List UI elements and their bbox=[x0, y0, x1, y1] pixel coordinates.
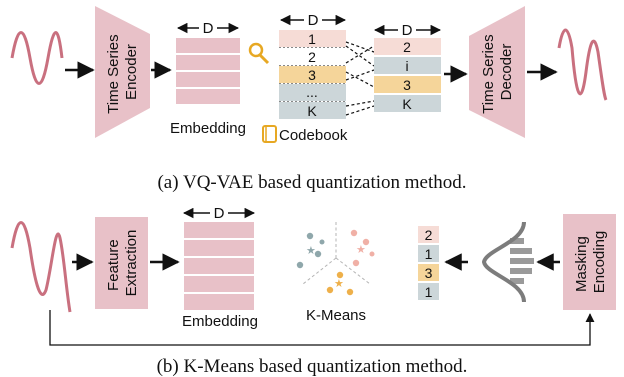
svg-text:D: D bbox=[308, 12, 319, 29]
panel-a: Time Series Encoder D Embedding D bbox=[10, 6, 608, 193]
time-series-decoder-block bbox=[469, 6, 525, 138]
input-waveform-a bbox=[10, 31, 64, 85]
caption-b: (b) K-Means based quantization method. bbox=[157, 356, 468, 377]
codebook-label: Codebook bbox=[279, 127, 348, 144]
dimension-marker-a-embedding: D bbox=[176, 19, 240, 37]
embedding-label-b: Embedding bbox=[182, 313, 258, 330]
svg-text:★: ★ bbox=[306, 244, 316, 257]
kmeans-label: K-Means bbox=[306, 307, 366, 324]
codebook-table: 1 2 3 ... K bbox=[279, 30, 346, 119]
codebook-row-5: K bbox=[307, 103, 317, 119]
kmeans-clusters: ★ ★ ★ bbox=[296, 220, 375, 296]
magnifier-icon bbox=[248, 42, 270, 65]
cluster-index-table: 2 1 3 1 bbox=[418, 226, 439, 300]
quantized-output-table: 2 i 3 K bbox=[374, 38, 441, 112]
dimension-marker-a-codebook: D bbox=[279, 11, 347, 29]
dimension-marker-a-output: D bbox=[373, 21, 442, 39]
input-to-masking-connector bbox=[49, 310, 595, 346]
caption-a: (a) VQ-VAE based quantization method. bbox=[157, 172, 466, 193]
feature-extraction-block bbox=[95, 217, 148, 309]
output-row-3: 3 bbox=[403, 77, 411, 93]
output-row-4: K bbox=[402, 96, 412, 112]
svg-text:D: D bbox=[402, 22, 413, 39]
output-row-2: i bbox=[405, 58, 408, 74]
panel-b: Feature Extraction D Embedding bbox=[10, 204, 616, 377]
output-row-1: 2 bbox=[403, 39, 411, 55]
index-row-1: 2 bbox=[425, 227, 433, 243]
svg-text:D: D bbox=[214, 205, 225, 222]
svg-text:★: ★ bbox=[334, 277, 344, 290]
codebook-lookup-lines bbox=[345, 41, 375, 116]
reconstructed-waveform bbox=[557, 28, 608, 101]
decoder-label: Time Series Decoder bbox=[480, 30, 515, 114]
codebook-row-4: ... bbox=[306, 84, 318, 100]
index-row-4: 1 bbox=[425, 284, 433, 300]
svg-text:★: ★ bbox=[356, 243, 366, 256]
embedding-label-a: Embedding bbox=[170, 120, 246, 137]
index-row-3: 3 bbox=[425, 265, 433, 281]
encoder-label: Time Series Encoder bbox=[105, 30, 140, 114]
embedding-stack-b bbox=[184, 222, 254, 310]
index-row-2: 1 bbox=[425, 246, 433, 262]
svg-text:D: D bbox=[203, 20, 214, 37]
input-waveform-b bbox=[10, 221, 72, 313]
codebook-row-1: 1 bbox=[308, 31, 316, 47]
masking-encoding-block bbox=[563, 214, 616, 310]
embedding-stack-a bbox=[176, 38, 240, 104]
codebook-row-2: 2 bbox=[308, 49, 316, 65]
gaussian-bins bbox=[481, 221, 534, 303]
book-icon bbox=[262, 125, 277, 143]
masking-encoding-label: Masking Encoding bbox=[573, 231, 608, 294]
feature-extraction-label: Feature Extraction bbox=[105, 230, 140, 297]
time-series-encoder-block bbox=[95, 6, 150, 138]
dimension-marker-b-embedding: D bbox=[182, 204, 256, 222]
codebook-row-3: 3 bbox=[308, 67, 316, 83]
